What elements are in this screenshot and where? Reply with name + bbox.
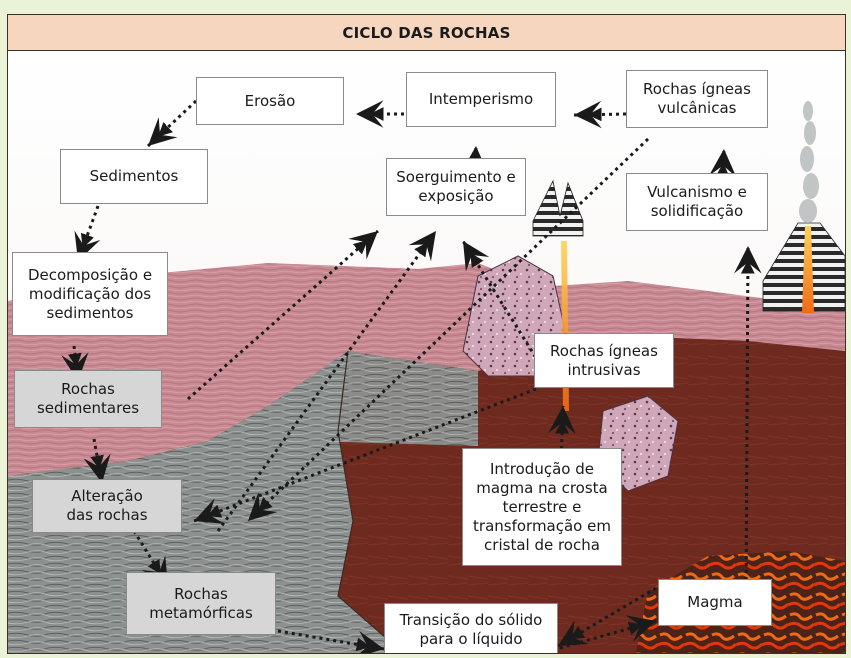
- arrows-group: [74, 99, 748, 649]
- arrow-alteracao-to-soerguimento: [216, 230, 438, 532]
- arrow-vulcanicas-to-alteracao: [246, 137, 650, 523]
- arrow-sedimentos-to-decomposicao: [78, 205, 98, 262]
- node-rochas-igneas-intrusivas: Rochas ígneas intrusivas: [534, 333, 674, 388]
- node-alteracao: Alteração das rochas: [32, 479, 182, 533]
- rock-cycle-illustration: [8, 51, 845, 653]
- volcano-lava: [802, 226, 814, 313]
- node-erosao: Erosão: [196, 77, 344, 125]
- node-introducao-magma: Introdução de magma na crosta terrestre …: [462, 448, 622, 566]
- node-vulcanismo: Vulcanismo e solidificação: [626, 173, 768, 231]
- arrow-intrusivas-to-alteracao: [193, 387, 537, 521]
- diagram-title: CICLO DAS ROCHAS: [8, 15, 845, 51]
- node-sedimentos: Sedimentos: [60, 149, 208, 204]
- volcano-smoke: [799, 101, 819, 223]
- node-rochas-metamorficas: Rochas metamórficas: [126, 572, 276, 635]
- node-rochas-igneas-vulcanicas: Rochas ígneas vulcânicas: [626, 70, 768, 128]
- node-soerguimento: Soerguimento e exposição: [386, 158, 526, 216]
- node-magma: Magma: [658, 579, 772, 626]
- sedimentary-layer: [8, 263, 845, 476]
- diagram-panel: CICLO DAS ROCHAS: [7, 14, 846, 654]
- node-intemperismo: Intemperismo: [406, 72, 556, 127]
- node-decomposicao: Decomposição e modificação dos sedimento…: [12, 252, 168, 336]
- fault-line: [337, 350, 404, 653]
- node-transicao: Transição do sólido para o líquido: [384, 603, 558, 653]
- node-rochas-sedimentares: Rochas sedimentares: [14, 370, 162, 428]
- exposed-strata: [532, 179, 584, 237]
- arrow-vulcanicas-to-intemperismo: [573, 114, 627, 115]
- arrow-magma-to-vulcanismo: [746, 245, 748, 602]
- arrow-sedimentares-to-soerguimento: [187, 229, 379, 401]
- arrow-sedimentares-to-alteracao: [94, 438, 102, 484]
- metamorphic-wedge: [268, 351, 478, 446]
- arrow-magma-to-transicao-back: [557, 579, 669, 648]
